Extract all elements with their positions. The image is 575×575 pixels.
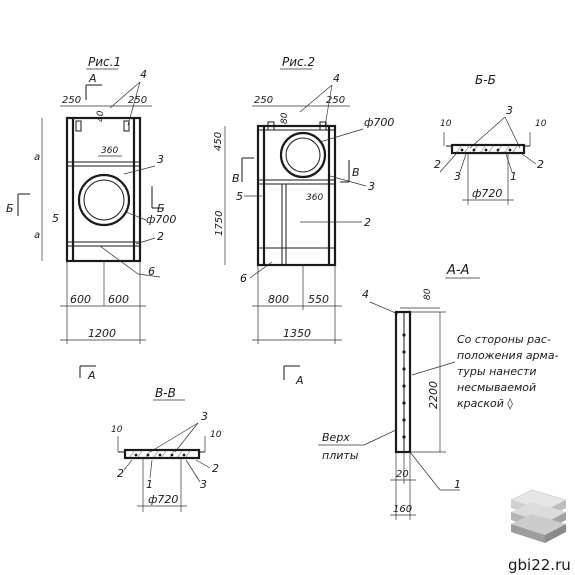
fig1-label-4: 4 — [140, 68, 147, 81]
fig1-section-a-bottom: А — [87, 369, 96, 382]
sec-bb-label-1: 1 — [510, 170, 517, 183]
sec-aa-note-line-5: краской ◊ — [457, 397, 513, 410]
fig2-section-v-right: В — [352, 166, 360, 179]
sec-bb-label-2-right: 2 — [537, 158, 544, 171]
fig2-dim-800: 800 — [268, 293, 289, 306]
fig2-dim-phi700: ф700 — [364, 116, 394, 129]
sec-aa-note-line-3: туры нанести — [457, 365, 537, 378]
fig1-dim-a-top: a — [34, 152, 40, 163]
fig1-label-3: 3 — [157, 153, 164, 166]
fig2-section-v-left: В — [232, 172, 240, 185]
sec-aa-title: А-А — [446, 263, 469, 278]
fig1-title: Рис.1 — [88, 55, 121, 69]
fig2-dim-80: 80 — [280, 112, 290, 124]
fig2-title: Рис.2 — [282, 55, 315, 69]
watermark-text: gbi22.ru — [508, 556, 571, 574]
fig2-dim-1750: 1750 — [214, 211, 225, 236]
sec-aa-dim-160: 160 — [393, 504, 412, 515]
section-vv: В-В 3 10 10 2 1 2 3 ф720 — [111, 386, 222, 512]
fig2-dim-550: 550 — [308, 293, 329, 306]
sec-bb-dim-10-right: 10 — [535, 119, 547, 129]
sec-vv-label-1: 1 — [146, 478, 153, 491]
fig1-dim-360: 360 — [101, 146, 118, 156]
sec-aa-note-line-2: положения арма- — [457, 349, 559, 362]
section-aa: А-А 4 80 2200 Со стороны рас- положения … — [318, 263, 559, 520]
sec-bb-title: Б-Б — [475, 73, 496, 87]
sec-aa-dim-20: 20 — [396, 469, 409, 480]
fig2-dim-450: 450 — [213, 132, 224, 151]
fig2-label-6: 6 — [240, 272, 247, 285]
fig1-section-b-left: Б — [6, 202, 14, 215]
sec-bb-label-2-left: 2 — [434, 158, 441, 171]
fig2-label-5: 5 — [236, 190, 243, 203]
sec-vv-label-3-top: 3 — [201, 410, 208, 423]
fig1-dim-250-right: 250 — [128, 95, 147, 106]
fig2-label-4: 4 — [333, 72, 340, 85]
fig1-dim-a-bottom: a — [34, 230, 40, 241]
sec-vv-dim-phi720: ф720 — [148, 493, 178, 506]
sec-vv-label-3-bottom: 3 — [200, 478, 207, 491]
fig2-dim-250-right: 250 — [326, 95, 345, 106]
sec-vv-title: В-В — [155, 386, 176, 400]
sec-aa-dim-2200: 2200 — [427, 381, 440, 409]
fig2-label-3: 3 — [368, 180, 375, 193]
fig1-label-5: 5 — [52, 212, 59, 225]
figure-2: Рис.2 250 250 80 4 ф700 3 360 В В — [213, 55, 394, 387]
fig2-label-2: 2 — [364, 216, 371, 229]
figure-1: Рис.1 А 250 250 40 4 360 3 a a 5 — [6, 55, 176, 382]
fig1-dim-600-left: 600 — [70, 293, 91, 306]
sec-bb-label-3-top: 3 — [506, 104, 513, 117]
fig1-dim-40: 40 — [96, 110, 106, 122]
sec-aa-label-1: 1 — [454, 478, 461, 491]
sec-bb-dim-phi720: ф720 — [472, 187, 502, 200]
fig1-dim-phi700: ф700 — [146, 213, 176, 226]
sec-aa-dim-80: 80 — [423, 288, 433, 300]
section-bb: Б-Б 3 10 10 2 3 1 2 ф720 — [434, 73, 547, 205]
fig1-label-2: 2 — [157, 230, 164, 243]
fig2-dim-360: 360 — [306, 193, 323, 203]
fig1-section-a-top: А — [88, 72, 97, 85]
sec-aa-note-line-1: Со стороны рас- — [457, 333, 551, 346]
stacked-slabs-icon — [510, 489, 567, 543]
sec-aa-top-label-2: плиты — [322, 449, 359, 462]
sec-bb-dim-10-left: 10 — [440, 119, 452, 129]
fig1-dim-600-right: 600 — [108, 293, 129, 306]
fig2-dim-250-left: 250 — [254, 95, 273, 106]
fig2-dim-1350: 1350 — [283, 327, 311, 340]
fig1-label-6: 6 — [148, 265, 155, 278]
fig1-dim-250-left: 250 — [62, 95, 81, 106]
fig1-dim-1200: 1200 — [88, 327, 116, 340]
sec-vv-label-2-right: 2 — [212, 462, 219, 475]
sec-vv-label-2-left: 2 — [117, 467, 124, 480]
sec-vv-dim-10-right: 10 — [210, 430, 222, 440]
sec-bb-label-3-bottom: 3 — [454, 170, 461, 183]
sec-aa-note-line-4: несмываемой — [457, 381, 536, 394]
sec-aa-dim-4: 4 — [362, 288, 369, 301]
sec-aa-top-label-1: Верх — [322, 431, 350, 444]
sec-vv-dim-10-left: 10 — [111, 425, 123, 435]
fig2-section-a-bottom: А — [295, 374, 304, 387]
